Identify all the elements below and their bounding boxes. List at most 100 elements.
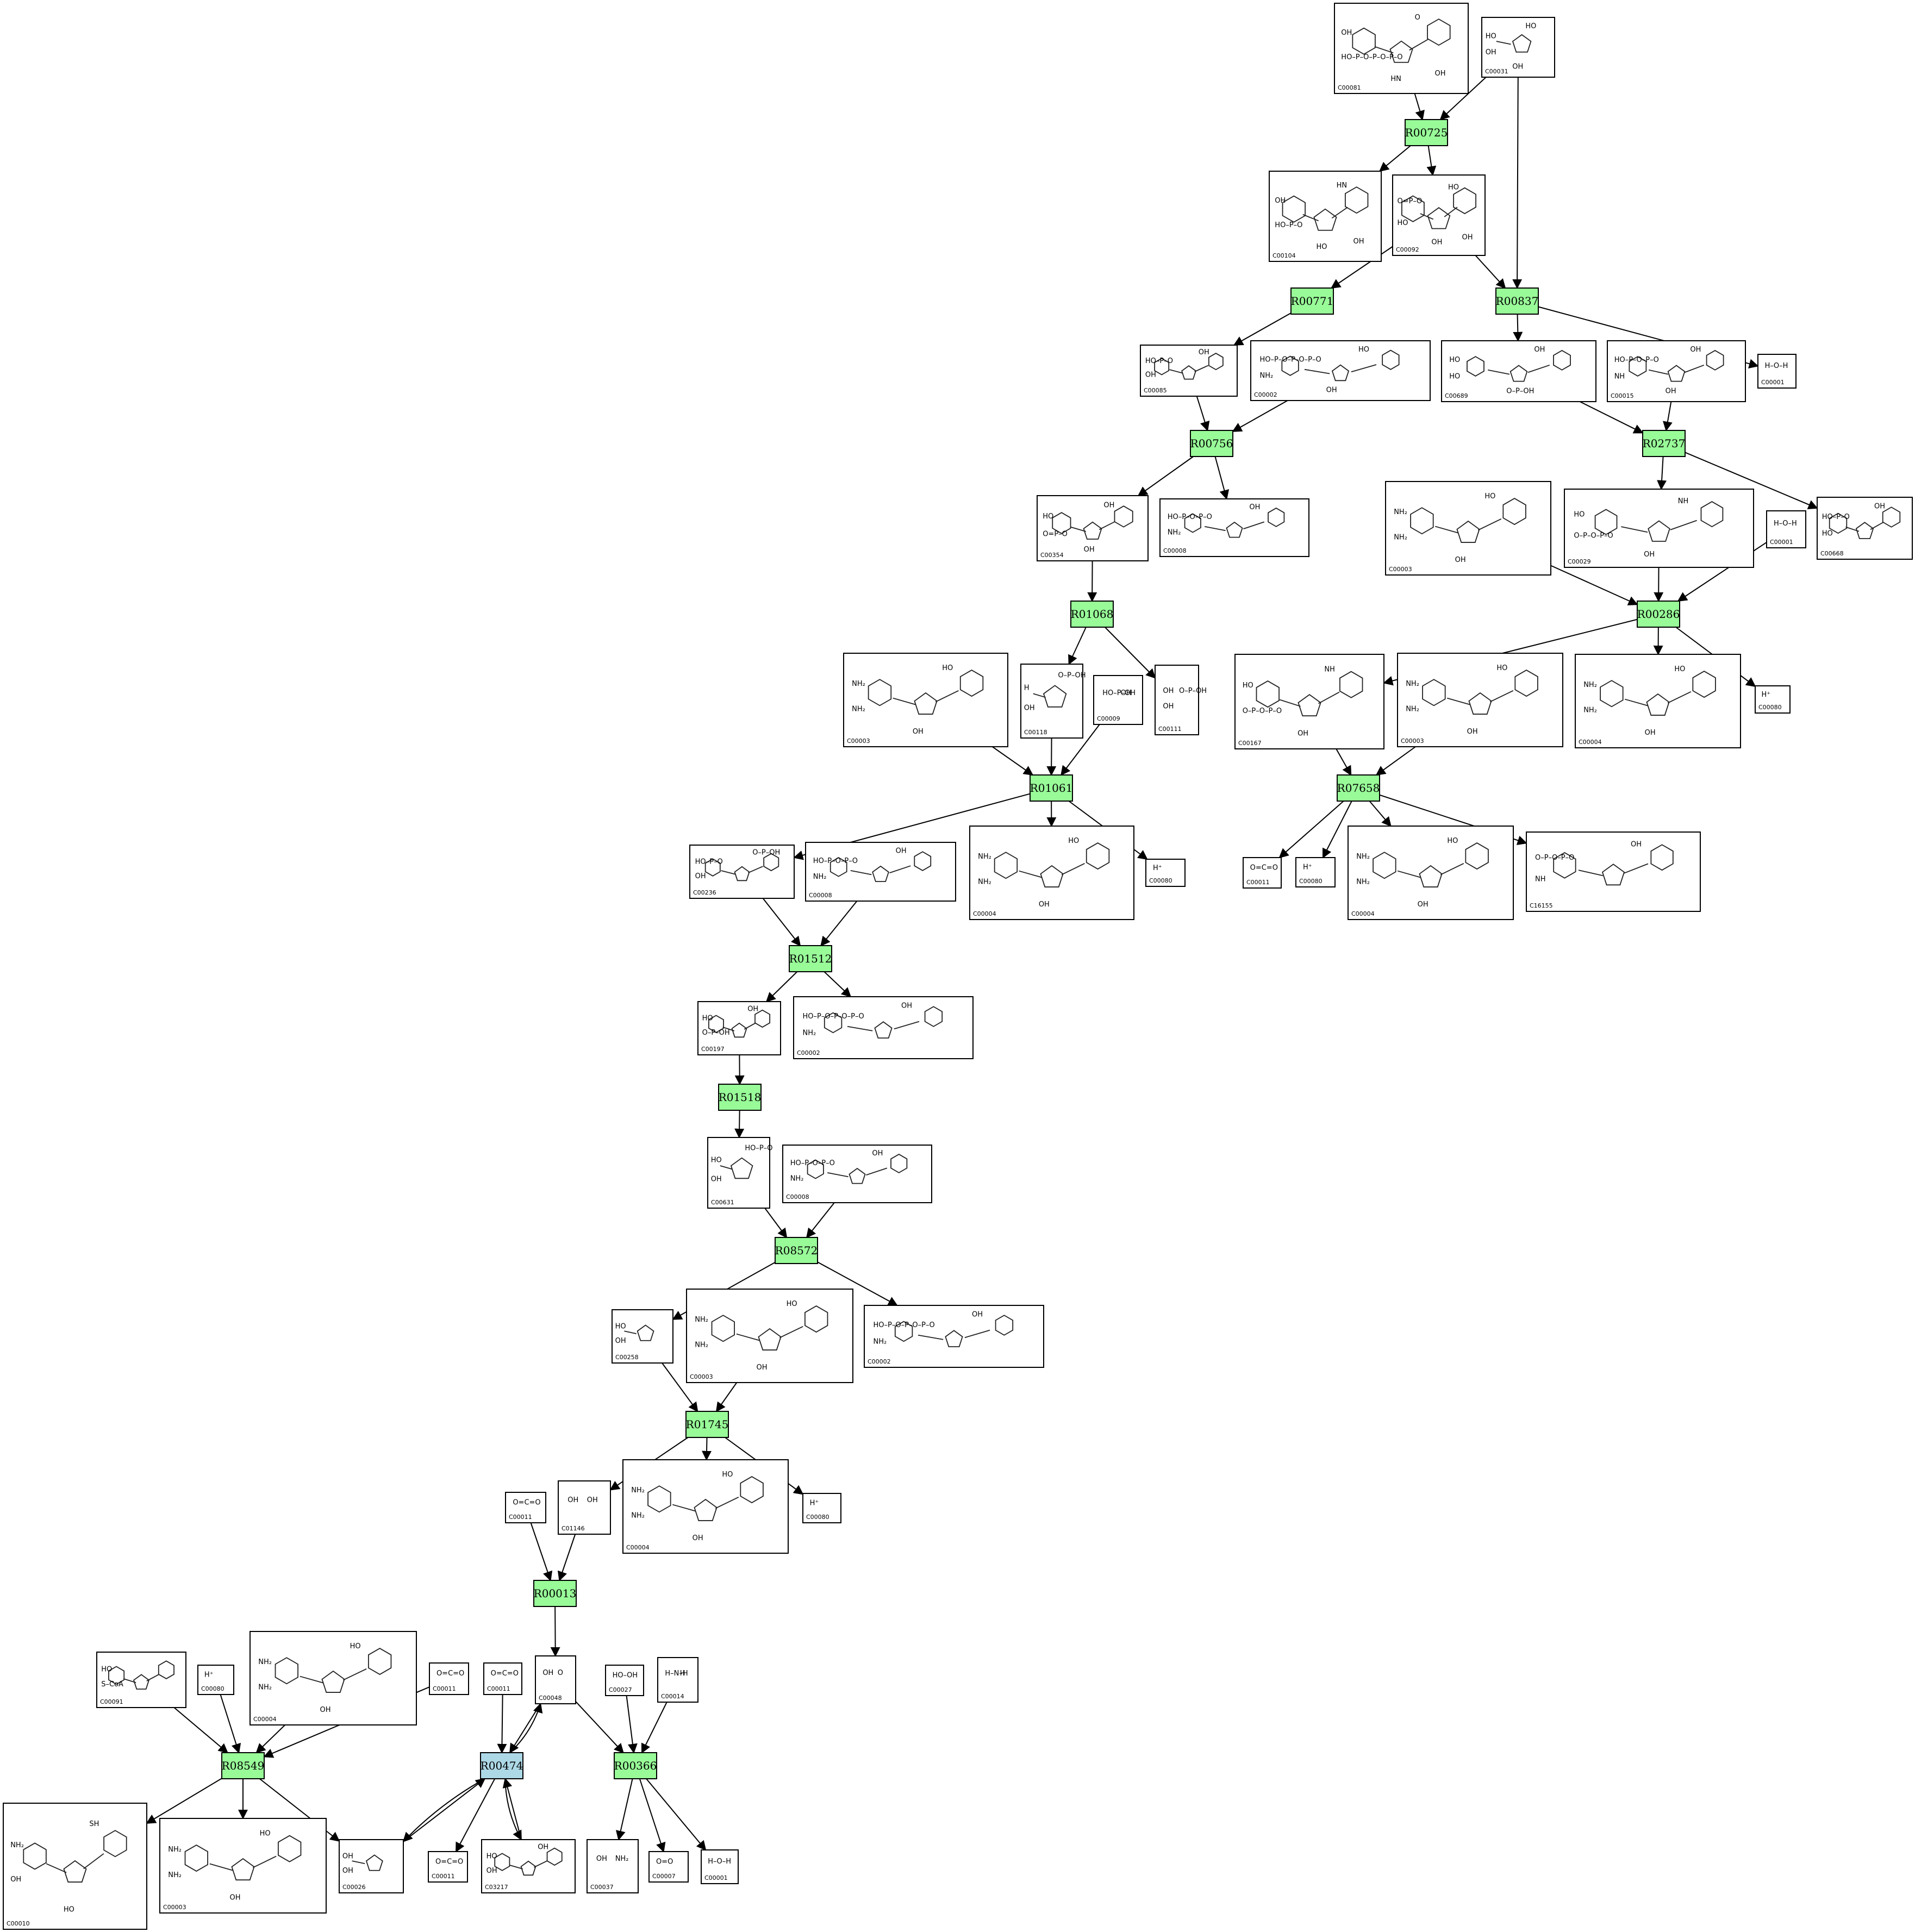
compound-box[interactable] bbox=[1564, 489, 1754, 568]
reaction-node[interactable]: R02737 bbox=[1642, 430, 1686, 457]
compound-box[interactable] bbox=[707, 1137, 770, 1209]
reaction-box[interactable] bbox=[1495, 287, 1539, 315]
reaction-box[interactable] bbox=[1637, 601, 1680, 628]
reaction-node[interactable]: R00725 bbox=[1405, 119, 1448, 146]
compound-box[interactable] bbox=[535, 1655, 576, 1704]
reaction-node[interactable]: R01745 bbox=[685, 1411, 729, 1438]
reaction-box[interactable] bbox=[718, 1084, 762, 1111]
reaction-box[interactable] bbox=[685, 1411, 729, 1438]
reaction-node[interactable]: R00756 bbox=[1190, 430, 1233, 457]
compound-box[interactable] bbox=[1348, 826, 1514, 920]
reaction-node[interactable]: R01068 bbox=[1070, 601, 1114, 628]
compound-box[interactable] bbox=[428, 1851, 468, 1883]
reaction-node[interactable]: R01512 bbox=[789, 945, 832, 972]
reaction-node[interactable]: R01061 bbox=[1030, 774, 1073, 802]
compound-box[interactable] bbox=[1093, 675, 1143, 725]
compound-box[interactable] bbox=[648, 1851, 689, 1883]
reaction-box[interactable] bbox=[775, 1237, 818, 1264]
reaction-node[interactable]: R08572 bbox=[775, 1237, 818, 1264]
compound-box[interactable] bbox=[1817, 497, 1913, 560]
reaction-node[interactable]: R00286 bbox=[1637, 601, 1680, 628]
compound-box[interactable] bbox=[1243, 857, 1282, 889]
compound-box[interactable] bbox=[1766, 510, 1806, 548]
compound-box[interactable] bbox=[1481, 17, 1555, 78]
reaction-node[interactable]: R00837 bbox=[1495, 287, 1539, 315]
compound-box[interactable] bbox=[1392, 174, 1486, 256]
compound-box[interactable] bbox=[558, 1480, 611, 1535]
compound-box[interactable] bbox=[793, 996, 974, 1059]
compound-box[interactable] bbox=[483, 1662, 522, 1695]
compound-box[interactable] bbox=[864, 1305, 1044, 1368]
compound-box[interactable] bbox=[969, 826, 1134, 920]
compound-node[interactable]: H⁺C00080 bbox=[1295, 857, 1336, 887]
compound-node[interactable]: H⁺C00080 bbox=[197, 1665, 234, 1695]
compound-box[interactable] bbox=[697, 1001, 781, 1055]
reaction-box[interactable] bbox=[1290, 287, 1334, 315]
reaction-node[interactable]: R00474 bbox=[480, 1752, 523, 1779]
compound-box[interactable] bbox=[1755, 685, 1791, 714]
compound-box[interactable] bbox=[802, 1493, 841, 1523]
reaction-node[interactable]: R00771 bbox=[1290, 287, 1334, 315]
compound-box[interactable] bbox=[1397, 653, 1563, 747]
reaction-box[interactable] bbox=[1030, 774, 1073, 802]
reaction-box[interactable] bbox=[1337, 774, 1380, 802]
compound-box[interactable] bbox=[657, 1657, 698, 1703]
reaction-node[interactable]: R00366 bbox=[614, 1752, 657, 1779]
compound-box[interactable] bbox=[3, 1803, 147, 1930]
compound-box[interactable] bbox=[689, 845, 795, 899]
reaction-node[interactable]: R08549 bbox=[221, 1752, 265, 1779]
compound-node[interactable]: H⁺C00080 bbox=[1755, 685, 1791, 714]
compound-box[interactable] bbox=[612, 1309, 673, 1364]
compound-box[interactable] bbox=[197, 1665, 234, 1695]
compound-box[interactable] bbox=[686, 1289, 853, 1383]
compound-box[interactable] bbox=[1250, 340, 1431, 401]
compound-box[interactable] bbox=[481, 1839, 576, 1893]
compound-box[interactable] bbox=[1295, 857, 1336, 887]
reaction-box[interactable] bbox=[789, 945, 832, 972]
compound-box[interactable] bbox=[1020, 664, 1083, 739]
compound-box[interactable] bbox=[1607, 340, 1746, 402]
compound-box[interactable] bbox=[1037, 495, 1149, 561]
compound-box[interactable] bbox=[1334, 3, 1469, 94]
reaction-box[interactable] bbox=[1642, 430, 1686, 457]
compound-node[interactable]: H⁺C00080 bbox=[1145, 859, 1186, 887]
compound-box[interactable] bbox=[249, 1631, 417, 1725]
compound-box[interactable] bbox=[1575, 654, 1741, 748]
compound-box[interactable] bbox=[339, 1839, 404, 1893]
